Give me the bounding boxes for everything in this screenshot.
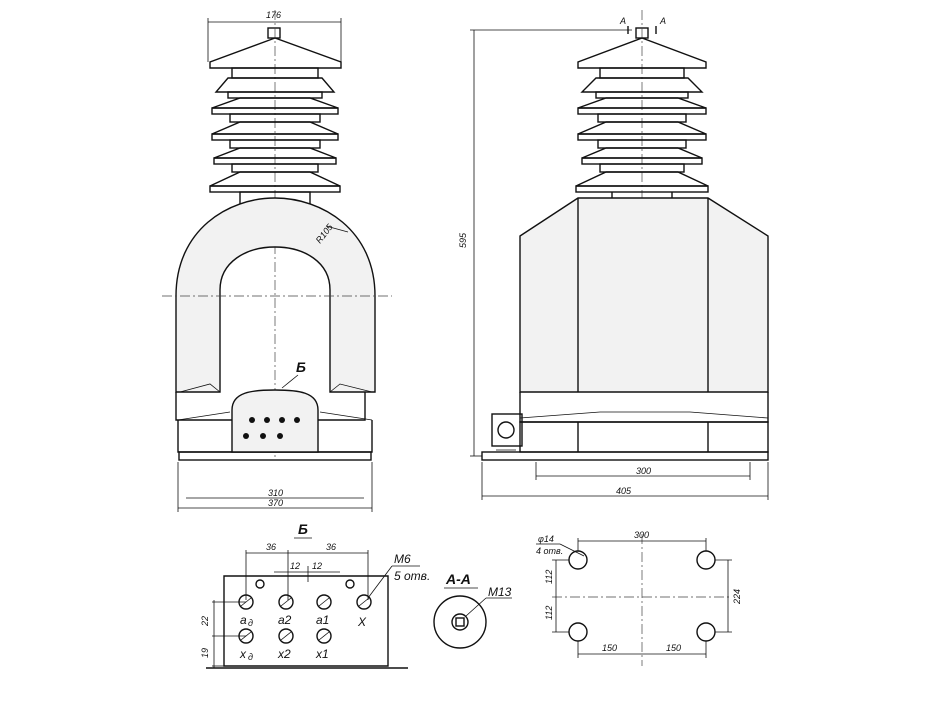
base-dim-bottom-left: 150 — [602, 643, 617, 653]
section-aa-thread: M13 — [488, 585, 512, 599]
dim-front-top-label: 176 — [266, 10, 281, 20]
base-hole-count: 4 отв. — [536, 546, 563, 556]
terminal-x2: x2 — [277, 647, 291, 661]
dim-front-base: 310 370 — [177, 462, 373, 512]
terminal-a2: a2 — [278, 613, 292, 627]
base-dim-left-lower: 112 — [544, 606, 554, 620]
side-insulator — [575, 10, 709, 390]
detail-b-dim-row2: 19 — [200, 648, 210, 658]
terminal-x-d-sub: д — [248, 652, 253, 662]
dim-side-height: 595 — [458, 29, 632, 457]
base-dim-left-upper: 112 — [544, 570, 554, 584]
front-terminal-dots — [243, 417, 300, 439]
terminal-x-d: x — [239, 647, 247, 661]
front-lower: Б — [175, 359, 373, 461]
dim-base-inner-label: 310 — [268, 488, 283, 498]
dim-side-bottom: 300 405 — [481, 462, 769, 500]
detail-b: Б 36 36 12 12 a д a2 a1 X x — [200, 521, 430, 669]
detail-b-dim-row: 22 — [200, 616, 210, 627]
dim-side-height-label: 595 — [458, 232, 468, 248]
dim-base-outer-label: 370 — [268, 498, 283, 508]
terminal-a1: a1 — [316, 613, 329, 627]
side-body — [481, 197, 769, 461]
section-aa-title: A-A — [445, 571, 471, 587]
detail-b-title: Б — [298, 521, 308, 537]
detail-b-dim-left: 36 — [266, 542, 276, 552]
detail-b-marker: Б — [296, 359, 306, 375]
detail-b-thread: M6 — [394, 552, 411, 566]
front-body: R105 — [162, 197, 392, 393]
base-dim-right: 224 — [732, 589, 742, 605]
base-dim-top: 300 — [634, 530, 649, 540]
section-marks: A A — [619, 16, 666, 34]
side-view: A A — [458, 10, 769, 500]
dim-side-inner-label: 300 — [636, 466, 651, 476]
base-dim-bottom-right: 150 — [666, 643, 681, 653]
detail-b-dim-mid-right: 12 — [312, 561, 322, 571]
dim-side-outer-label: 405 — [616, 486, 632, 496]
terminal-x1: x1 — [315, 647, 329, 661]
base-plan: 300 φ14 4 отв. 112 112 224 150 150 — [536, 530, 742, 666]
detail-b-thread-count: 5 отв. — [394, 569, 430, 583]
detail-b-dim-right: 36 — [326, 542, 336, 552]
dim-front-top: 176 — [207, 10, 342, 62]
terminal-X: X — [357, 615, 367, 629]
section-mark-left: A — [619, 16, 626, 26]
detail-b-terminals — [238, 594, 372, 644]
base-hole-dia: φ14 — [538, 534, 554, 544]
terminal-a-d-sub: д — [248, 618, 253, 628]
section-mark-right: A — [659, 16, 666, 26]
detail-b-dim-mid-left: 12 — [290, 561, 300, 571]
section-aa: A-A M13 — [433, 571, 512, 649]
terminal-a-d: a — [240, 613, 247, 627]
front-view: 176 — [162, 10, 392, 512]
